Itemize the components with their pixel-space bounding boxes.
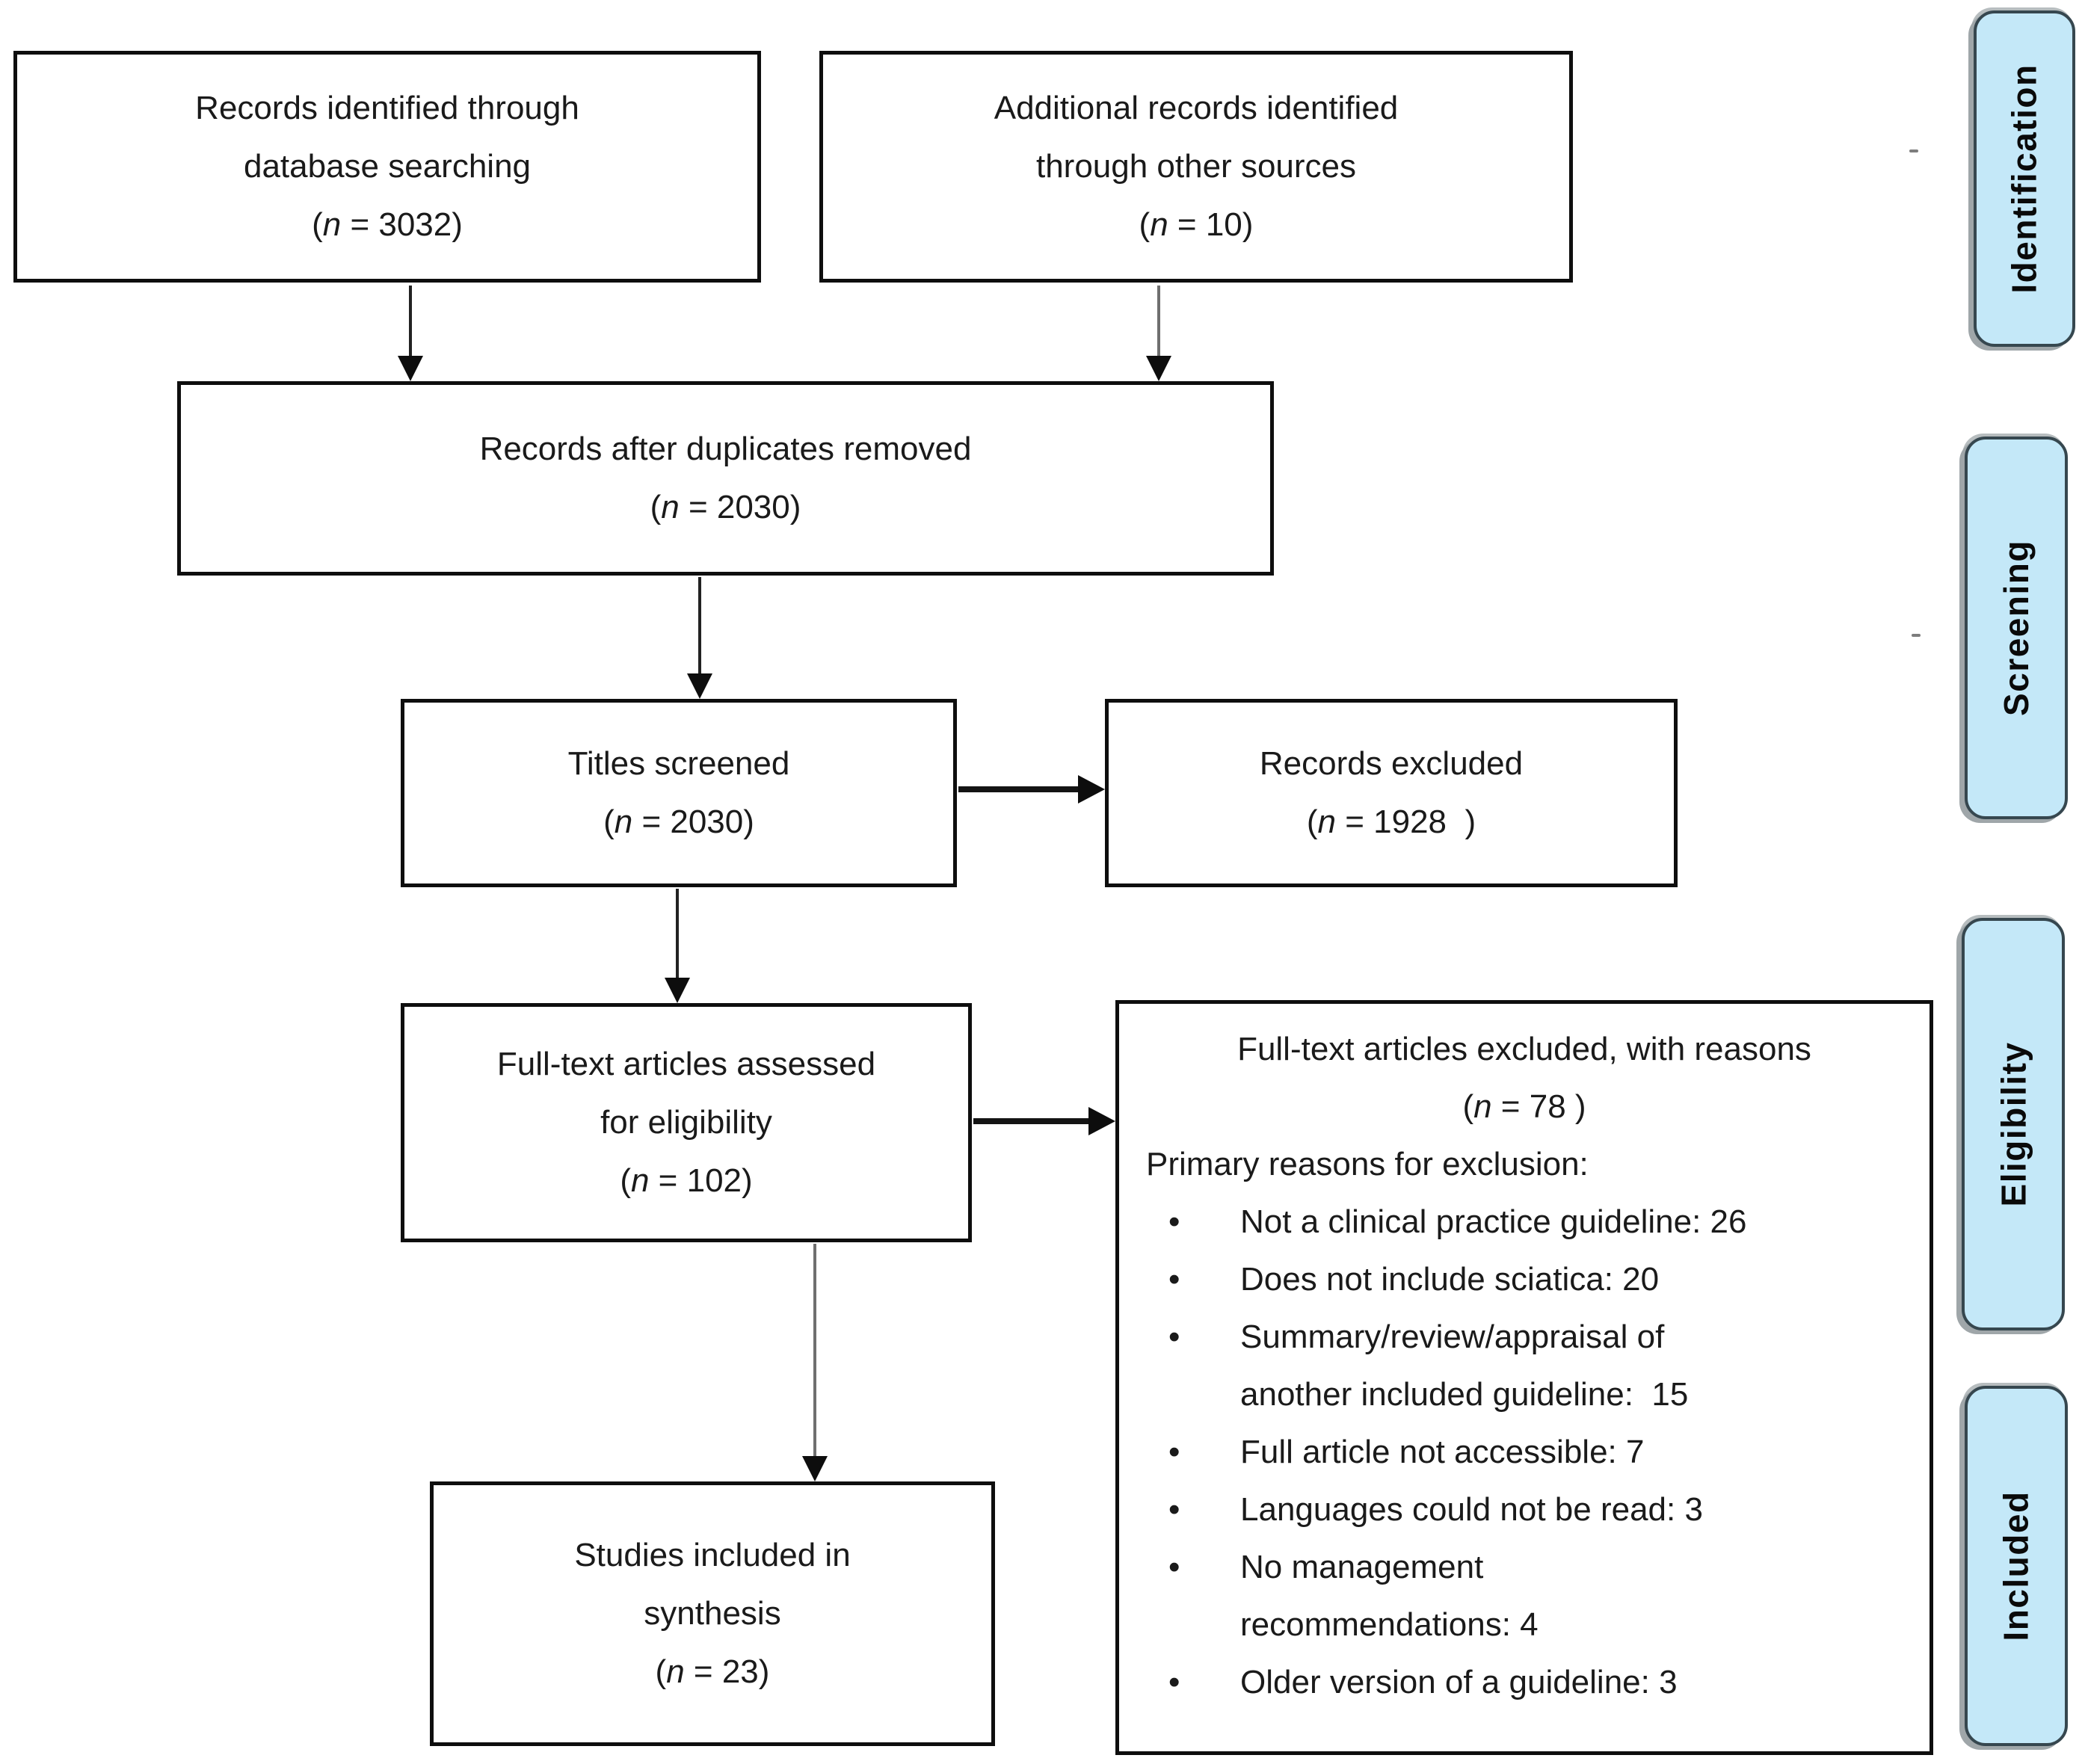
n-symbol: n [661, 489, 680, 525]
reason-line: Not a clinical practice guideline: 26 [1240, 1203, 1747, 1240]
bullet-icon: • [1168, 1319, 1180, 1355]
reason-line: No management [1240, 1549, 1484, 1585]
arrow-line-additional-to-dedup [1157, 286, 1160, 357]
exclusion-reason-item: • Older version of a guideline: 3 [1146, 1653, 1903, 1711]
n-symbol: n [322, 206, 342, 243]
box-text-line: through other sources [1035, 148, 1357, 185]
box-text-line: for eligibility [600, 1104, 772, 1141]
stage-label-eligibility: Eligibility [1962, 918, 2065, 1330]
bullet-icon: • [1168, 1434, 1180, 1470]
box-title: Full-text articles excluded, with reason… [1237, 1031, 1811, 1067]
reason-line: Languages could not be read: 3 [1240, 1491, 1703, 1528]
arrow-head-screened-to-fulltext [665, 978, 690, 1003]
stage-label-text: Identification [2005, 64, 2045, 294]
arrow-head-dedup-to-screened [687, 673, 712, 699]
n-symbol: n [1150, 206, 1168, 243]
arrow-line-fulltext-to-excluded [973, 1118, 1090, 1124]
box-count-line: (n = 2030) [603, 804, 754, 840]
flow-box-fulltext-assessed: Full-text articles assessed for eligibil… [401, 1003, 972, 1242]
box-text-line: Records after duplicates removed [479, 431, 972, 467]
box-count-line: (n = 10) [1139, 206, 1254, 243]
reason-line: Full article not accessible: 7 [1240, 1434, 1645, 1470]
flow-box-fulltext-excluded: Full-text articles excluded, with reason… [1115, 1000, 1933, 1755]
box-count-line: (n = 78 ) [1462, 1088, 1586, 1125]
stage-label-text: Screening [1997, 540, 2036, 716]
arrow-head-identified-to-dedup [398, 356, 423, 381]
stage-label-identification: Identification [1974, 10, 2075, 347]
stray-dash-mark [1912, 634, 1921, 637]
exclusion-reason-item: • Summary/review/appraisal of another in… [1146, 1308, 1903, 1423]
box-count-line: (n = 3032) [312, 206, 463, 243]
bullet-icon: • [1168, 1549, 1180, 1585]
reason-line: Summary/review/appraisal of [1240, 1319, 1665, 1355]
bullet-icon: • [1168, 1491, 1180, 1528]
reason-line: Does not include sciatica: 20 [1240, 1261, 1660, 1298]
box-text-line: synthesis [644, 1595, 781, 1632]
arrow-line-screened-to-excluded [958, 786, 1080, 792]
flow-box-titles-screened: Titles screened (n = 2030) [401, 699, 957, 887]
flow-box-additional-records: Additional records identified through ot… [819, 51, 1573, 283]
box-text-line: Additional records identified [994, 90, 1399, 126]
arrow-line-screened-to-fulltext [676, 889, 679, 980]
n-symbol: n [666, 1653, 685, 1690]
n-symbol: n [630, 1162, 650, 1199]
flow-box-studies-included: Studies included in synthesis (n = 23) [430, 1481, 995, 1746]
exclusion-reason-item: • Does not include sciatica: 20 [1146, 1250, 1903, 1308]
stage-label-screening: Screening [1965, 437, 2068, 819]
box-text-line: Records excluded [1259, 745, 1524, 782]
n-symbol: n [1317, 804, 1336, 840]
n-symbol: n [1473, 1088, 1492, 1125]
arrow-line-identified-to-dedup [409, 286, 412, 357]
flow-box-records-excluded: Records excluded (n = 1928 ) [1105, 699, 1678, 887]
arrow-line-dedup-to-screened [698, 577, 701, 676]
box-text-line: Studies included in [574, 1537, 851, 1573]
box-text-line: database searching [243, 148, 532, 185]
bullet-icon: • [1168, 1664, 1180, 1700]
stage-label-text: Eligibility [1994, 1041, 2033, 1207]
flow-box-duplicates-removed: Records after duplicates removed (n = 20… [177, 381, 1274, 576]
box-text-line: Titles screened [567, 745, 790, 782]
bullet-icon: • [1168, 1203, 1180, 1240]
reason-line: another included guideline: 15 [1240, 1376, 1689, 1413]
arrow-head-fulltext-to-included [802, 1456, 828, 1481]
arrow-head-additional-to-dedup [1146, 356, 1171, 381]
arrow-head-fulltext-to-excluded [1088, 1107, 1115, 1135]
exclusion-reason-item: • Not a clinical practice guideline: 26 [1146, 1193, 1903, 1250]
flow-box-records-identified: Records identified through database sear… [13, 51, 761, 283]
reason-line: Older version of a guideline: 3 [1240, 1664, 1678, 1700]
bullet-icon: • [1168, 1261, 1180, 1298]
stage-label-text: Included [1997, 1490, 2036, 1641]
box-text-line: Records identified through [195, 90, 579, 126]
box-count-line: (n = 2030) [650, 489, 801, 525]
box-text-line: Full-text articles assessed [496, 1046, 876, 1082]
stray-dash-mark [1909, 149, 1918, 152]
stage-label-included: Included [1965, 1386, 2068, 1746]
reason-line: recommendations: 4 [1240, 1606, 1539, 1643]
n-symbol: n [614, 804, 633, 840]
box-subtitle: Primary reasons for exclusion: [1146, 1146, 1589, 1182]
exclusion-reason-item: • Full article not accessible: 7 [1146, 1423, 1903, 1481]
exclusion-reason-item: • Languages could not be read: 3 [1146, 1481, 1903, 1538]
exclusion-reason-item: • No management recommendations: 4 [1146, 1538, 1903, 1653]
arrow-line-fulltext-to-included [813, 1244, 816, 1458]
box-count-line: (n = 1928 ) [1306, 804, 1476, 840]
box-count-line: (n = 23) [655, 1653, 770, 1690]
arrow-head-screened-to-excluded [1078, 775, 1105, 804]
box-count-line: (n = 102) [620, 1162, 753, 1199]
